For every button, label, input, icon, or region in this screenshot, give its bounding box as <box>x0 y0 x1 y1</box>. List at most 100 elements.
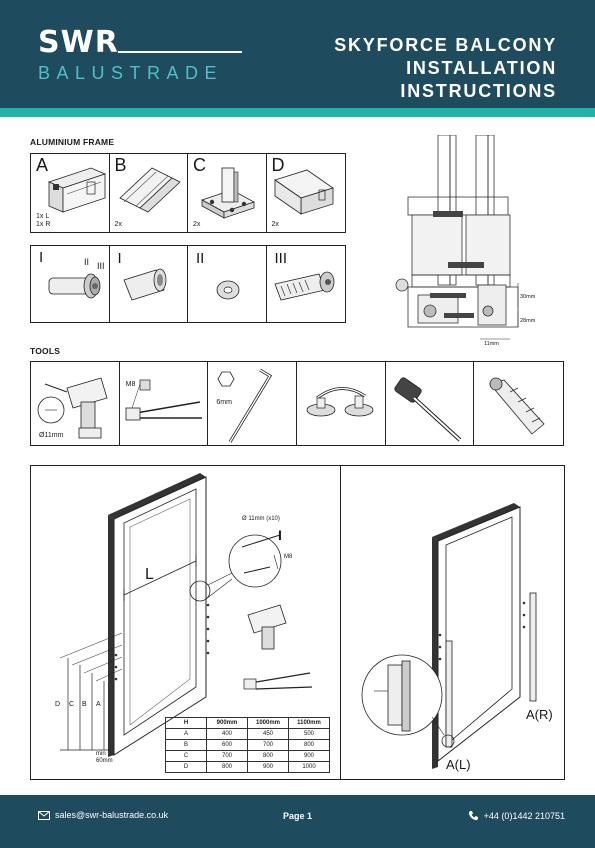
profile-dim-28: 28mm <box>520 318 536 324</box>
table-header-cell: 1000mm <box>247 717 289 729</box>
title-line-3: INSTRUCTIONS <box>400 81 557 101</box>
part-b-illustration <box>118 167 181 213</box>
hex-key-icon <box>217 368 273 443</box>
table-cell: 700 <box>206 750 248 762</box>
tool-drill-cell: Ø11mm <box>31 362 120 445</box>
part-d-letter: D <box>271 155 285 175</box>
dim-c-label: C <box>69 701 75 708</box>
logo-subtext: BALUSTRADE <box>38 63 224 83</box>
hole-m8-label: M8 <box>284 554 293 560</box>
table-cell: 800 <box>288 739 330 751</box>
tool-mallet-cell <box>386 362 475 445</box>
footer-bar: sales@swr-balustrade.co.uk Page 1 +44 (0… <box>0 795 595 848</box>
dim-a-label: A <box>96 701 101 708</box>
wall-plug-icon <box>489 377 545 435</box>
table-cell: 800 <box>247 750 289 762</box>
height-dimension-table: H 900mm 1000mm 1100mm A 400 450 500 B 60… <box>165 717 330 773</box>
min-label-value: 60mm <box>96 758 113 764</box>
part-b-cell: B 2x <box>110 154 188 232</box>
footer-phone-text[interactable]: +44 (0)1442 210751 <box>483 810 565 821</box>
fixing-sleeve-cell: I <box>110 246 188 322</box>
logo-text: SWR <box>38 25 119 60</box>
fixing-washer-cell: II <box>188 246 267 322</box>
part-d-cell: D 2x <box>267 154 346 232</box>
min-clearance-label: min 60mm <box>96 751 113 765</box>
fixing-bolt-illustration <box>273 271 334 301</box>
hole-roman-label: I <box>278 527 282 543</box>
title-line-1: SKYFORCE BALCONY <box>334 35 557 55</box>
tool-plug-cell <box>474 362 563 445</box>
fixing-sleeve-illustration <box>122 268 166 301</box>
dim-l-label: L <box>145 566 154 583</box>
fixing-assembly-label-1: I <box>39 249 44 266</box>
part-a-quantity: 1x L 1x R <box>36 213 50 229</box>
frame-parts-grid: A 1x L 1x R B 2x C 2x <box>30 153 346 233</box>
table-cell: 450 <box>247 728 289 740</box>
footer-phone[interactable]: +44 (0)1442 210751 <box>468 810 565 821</box>
table-row: C 700 800 900 <box>165 750 330 762</box>
table-row: D 800 900 1000 <box>165 761 330 773</box>
page-number: Page 1 <box>282 811 313 821</box>
dim-b-label: B <box>82 701 87 708</box>
part-a-letter: A <box>36 155 49 175</box>
tool-rivet-cell: M8 <box>120 362 209 445</box>
table-row: A 400 450 500 <box>165 728 330 740</box>
tools-grid: Ø11mm M8 6mm <box>30 361 564 446</box>
logo-rule <box>118 51 242 53</box>
footer-email[interactable]: sales@swr-balustrade.co.uk <box>38 810 168 820</box>
table-header-row: H 900mm 1000mm 1100mm <box>165 717 330 729</box>
section-title-tools: TOOLS <box>30 346 61 356</box>
fixing-bolt-cell: III <box>267 246 346 322</box>
rivet-tool-icon <box>125 379 202 421</box>
footer-email-text[interactable]: sales@swr-balustrade.co.uk <box>55 810 169 820</box>
drill-icon <box>37 377 108 439</box>
table-cell: 700 <box>247 739 289 751</box>
frame-profile-drawing <box>395 135 519 340</box>
fixing-washer-illustration <box>216 280 240 300</box>
table-cell: 500 <box>288 728 330 740</box>
phone-icon <box>468 811 478 821</box>
mallet-icon <box>394 377 462 442</box>
part-a-qty-right: 1x R <box>36 221 51 228</box>
title-line-2: INSTALLATION <box>406 58 557 78</box>
part-d-illustration <box>273 169 334 215</box>
header-accent-stripe <box>0 108 595 117</box>
part-a-cell: A 1x L 1x R <box>31 154 110 232</box>
table-header-cell: H <box>165 717 207 729</box>
installation-diagram <box>59 473 537 769</box>
installation-diagram-frame <box>30 465 565 780</box>
fixing-assembly-label-2: II <box>84 257 90 267</box>
table-cell: 400 <box>206 728 248 740</box>
table-header-cell: 1100mm <box>288 717 330 729</box>
envelope-icon <box>38 810 50 820</box>
fixings-grid: I II III I II III <box>30 245 346 323</box>
table-cell: A <box>165 728 207 740</box>
profile-dim-11: 11mm <box>484 341 499 347</box>
hole-diameter-label: Ø 11mm (x10) <box>242 516 280 522</box>
header-banner: SWR BALUSTRADE SKYFORCE BALCONY INSTALLA… <box>0 0 595 108</box>
fixing-assembly-label-3: III <box>97 261 105 271</box>
part-c-letter: C <box>193 155 206 175</box>
drill-bit-label: Ø11mm <box>39 432 64 439</box>
part-b-letter: B <box>114 155 127 175</box>
fixing-assembly-cell: I II III <box>31 246 110 322</box>
marker-right: A(R) <box>526 707 553 722</box>
table-cell: 800 <box>206 761 248 773</box>
table-header-cell: 900mm <box>206 717 248 729</box>
marker-left: A(L) <box>446 757 471 772</box>
suction-lifter-icon <box>306 387 374 417</box>
part-c-quantity: 2x <box>193 221 201 228</box>
part-d-quantity: 2x <box>271 221 279 228</box>
table-cell: B <box>165 739 207 751</box>
table-cell: 600 <box>206 739 248 751</box>
profile-dim-30: 30mm <box>520 294 536 300</box>
part-c-cell: C 2x <box>188 154 267 232</box>
part-b-quantity: 2x <box>114 221 122 228</box>
table-cell: C <box>165 750 207 762</box>
hex-key-label: 6mm <box>216 399 232 406</box>
rivet-label: M8 <box>125 381 136 388</box>
table-row: B 600 700 800 <box>165 739 330 751</box>
part-c-illustration <box>201 167 255 219</box>
part-a-qty-left: 1x L <box>36 213 50 220</box>
table-cell: 1000 <box>288 761 330 773</box>
